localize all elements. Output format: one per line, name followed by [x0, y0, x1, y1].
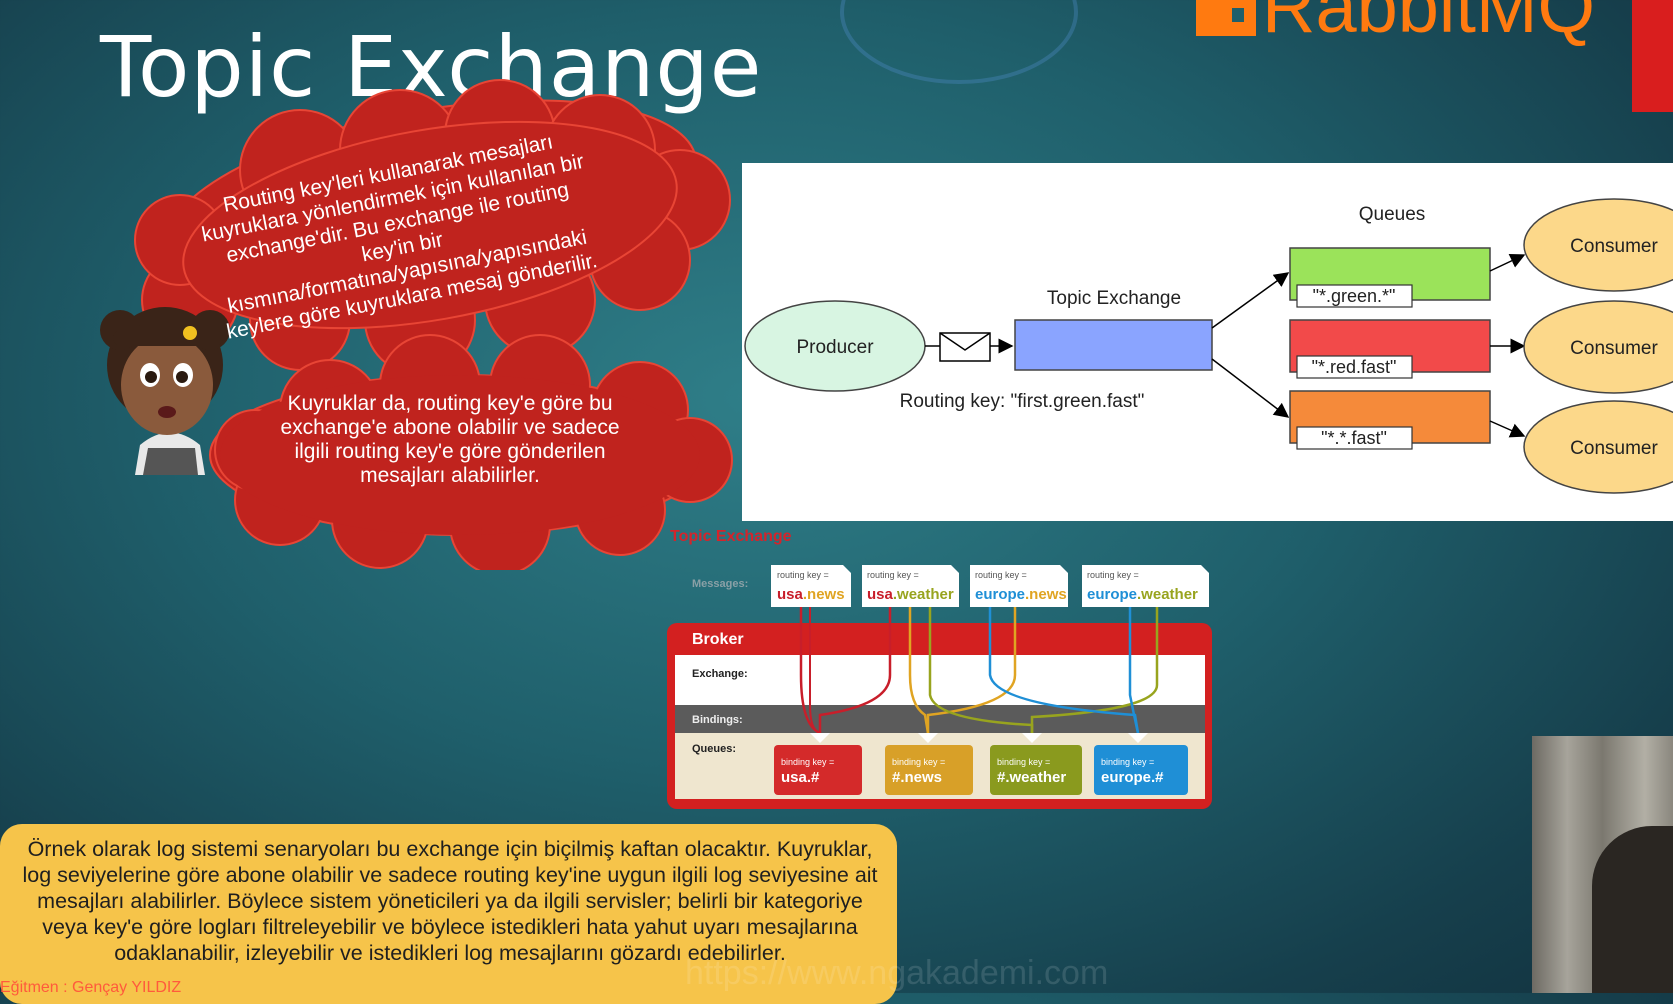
queue-weather: binding key = #.weather	[990, 733, 1082, 795]
corner-accent	[1632, 0, 1673, 112]
queues-label: Queues	[1359, 204, 1426, 225]
message-card-2: routing key = usa.weather	[862, 565, 959, 607]
routing-key-label: Routing key: "first.green.fast"	[900, 391, 1145, 412]
svg-text:routing key =: routing key =	[777, 570, 829, 580]
message-card-4: routing key = europe.weather	[1082, 565, 1209, 607]
queue-europe-key: europe.#	[1101, 769, 1164, 786]
svg-text:binding key =: binding key =	[892, 757, 945, 767]
queue-usa: binding key = usa.#	[774, 733, 862, 795]
rabbitmq-logo-notch	[1232, 8, 1244, 22]
consumer-label-3: Consumer	[1570, 438, 1658, 459]
svg-text:binding key =: binding key =	[781, 757, 834, 767]
topic-exchange-diagram: Producer Topic Exchange Routing key: "fi…	[742, 163, 1673, 521]
webcam-feed	[1532, 736, 1673, 993]
bindings-row	[675, 705, 1205, 733]
avatar-character	[100, 307, 230, 475]
queue-news: binding key = #.news	[885, 733, 973, 795]
consumer-label-1: Consumer	[1570, 236, 1658, 257]
consumer-node-2	[1523, 300, 1673, 394]
producer-label: Producer	[796, 337, 874, 358]
example-note-text: Örnek olarak log sistemi senaryoları bu …	[22, 837, 878, 965]
svg-text:europe.weather: europe.weather	[1087, 586, 1198, 603]
broker-label: Broker	[692, 631, 744, 648]
svg-text:routing key =: routing key =	[975, 570, 1027, 580]
svg-text:europe.news: europe.news	[975, 586, 1067, 603]
exchange-row-label: Exchange:	[692, 668, 748, 680]
message-4-part-a: europe	[1087, 586, 1137, 603]
queue-orange-binding: "*.*.fast"	[1321, 428, 1387, 448]
exchange-row	[675, 655, 1205, 705]
message-2-part-a: usa	[867, 586, 894, 603]
queue-weather-key: #.weather	[997, 769, 1066, 786]
consumer-node-3	[1523, 400, 1673, 494]
watermark-url: https://www.ngakademi.com	[685, 954, 1109, 992]
exchange-label: Topic Exchange	[1047, 288, 1181, 309]
instructor-credit: Eğitmen : Gençay YILDIZ	[0, 979, 182, 996]
speech-clouds	[100, 79, 733, 570]
bindings-row-label: Bindings:	[692, 714, 743, 726]
svg-text:usa.news: usa.news	[777, 586, 845, 603]
messages-label: Messages:	[692, 578, 748, 590]
consumer-label-2: Consumer	[1570, 338, 1658, 359]
presenter-silhouette	[1592, 826, 1673, 993]
consumer-node-1	[1523, 198, 1673, 292]
exchange-node	[1014, 319, 1213, 371]
cloud-subscription-text: Kuyruklar da, routing key'e göre bu exch…	[280, 392, 620, 487]
example-note-box	[0, 824, 897, 1004]
queue-usa-key: usa.#	[781, 769, 820, 786]
rabbitmq-logo-text: RabbitMQ	[1262, 0, 1596, 48]
message-2-part-b: .weather	[893, 586, 954, 603]
queue-europe: binding key = europe.#	[1094, 733, 1188, 795]
decorative-arc	[840, 0, 1078, 84]
envelope-icon	[939, 332, 991, 362]
svg-text:binding key =: binding key =	[997, 757, 1050, 767]
queue-red-binding: "*.red.fast"	[1312, 357, 1397, 377]
queues-row-label: Queues:	[692, 743, 736, 755]
queue-green-binding: "*.green.*"	[1313, 286, 1396, 306]
message-3-part-a: europe	[975, 586, 1025, 603]
svg-text:binding key =: binding key =	[1101, 757, 1154, 767]
broker-diagram: Messages: routing key = usa.news routing…	[667, 565, 1212, 809]
message-1-part-b: .news	[803, 586, 845, 603]
rabbitmq-logo-icon	[1196, 0, 1256, 36]
topic-exchange-diagram-svg: Producer Topic Exchange Routing key: "fi…	[744, 198, 1673, 494]
message-card-3: routing key = europe.news	[970, 565, 1068, 607]
broker-section-title: Topic Exchange	[670, 528, 792, 545]
binding-lines	[799, 607, 1159, 735]
queue-news-key: #.news	[892, 769, 942, 786]
message-1-part-a: usa	[777, 586, 804, 603]
message-card-1: routing key = usa.news	[771, 565, 851, 607]
svg-text:routing key =: routing key =	[867, 570, 919, 580]
message-4-part-b: .weather	[1137, 586, 1198, 603]
svg-text:usa.weather: usa.weather	[867, 586, 954, 603]
svg-text:routing key =: routing key =	[1087, 570, 1139, 580]
message-3-part-b: .news	[1025, 586, 1067, 603]
